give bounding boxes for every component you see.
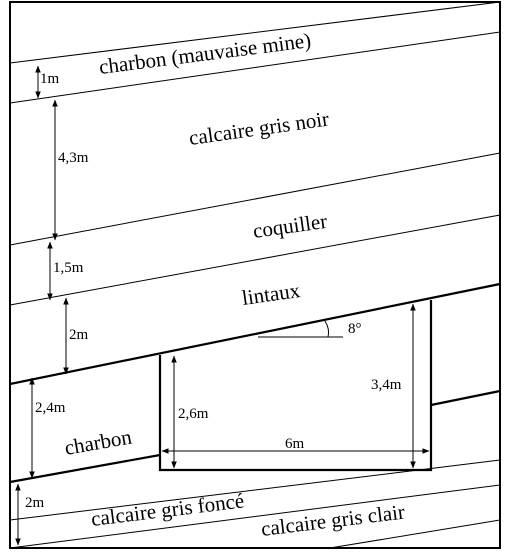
dim-label-coal: 2,4m: [35, 400, 66, 416]
dim-label-bad-coal: 1m: [40, 71, 60, 87]
layer-label-light-grey-limestone: calcaire gris clair: [260, 500, 406, 541]
dimension-arrows: [15, 65, 430, 546]
coal-seam-and-gallery: [9, 282, 501, 484]
gallery-outline: [158, 300, 433, 472]
dim-label-dark-grey-limestone: 2m: [25, 495, 45, 511]
coal-seam-floor: [9, 453, 161, 484]
dim-label-grey-black-limestone: 4,3m: [58, 150, 89, 166]
dip-angle-marker: [258, 320, 343, 338]
dim-label-shell-layer: 1,5m: [53, 260, 84, 276]
dim-label-gallery-right: 3,4m: [371, 377, 402, 393]
bedding-line-lower-3: [329, 519, 501, 549]
dim-label-dip-angle: 8°: [348, 321, 362, 337]
coal-seam-roof: [9, 282, 501, 386]
bedding-line-lower-2: [9, 484, 501, 549]
dim-label-gallery-left: 2,6m: [178, 406, 209, 422]
angle-arc: [324, 320, 330, 338]
bedding-line-coal-base: [9, 31, 501, 104]
bedding-line-top: [9, 1, 501, 64]
layer-label-bad-coal: charbon (mauvaise mine): [98, 28, 313, 79]
diagram-frame: [9, 1, 501, 549]
layer-label-shell-layer: coquiller: [251, 209, 328, 243]
dimension-labels: 1m 4,3m 1,5m 2m 2,4m 2m 2,6m 3,4m 6m 8°: [25, 71, 402, 511]
dim-label-lintel: 2m: [69, 327, 89, 343]
bedding-lines: [9, 1, 501, 549]
layer-label-coal: charbon: [63, 424, 134, 459]
bedding-line-shell-base: [9, 214, 501, 306]
dim-label-gallery-width: 6m: [285, 436, 305, 452]
coal-seam-floor-right: [430, 389, 501, 407]
layer-label-lintel: lintaux: [240, 278, 302, 310]
layer-label-dark-grey-limestone: calcaire gris foncé: [90, 488, 246, 531]
bedding-line-limestone-base: [9, 152, 501, 246]
layer-label-grey-black-limestone: calcaire gris noir: [187, 107, 330, 150]
